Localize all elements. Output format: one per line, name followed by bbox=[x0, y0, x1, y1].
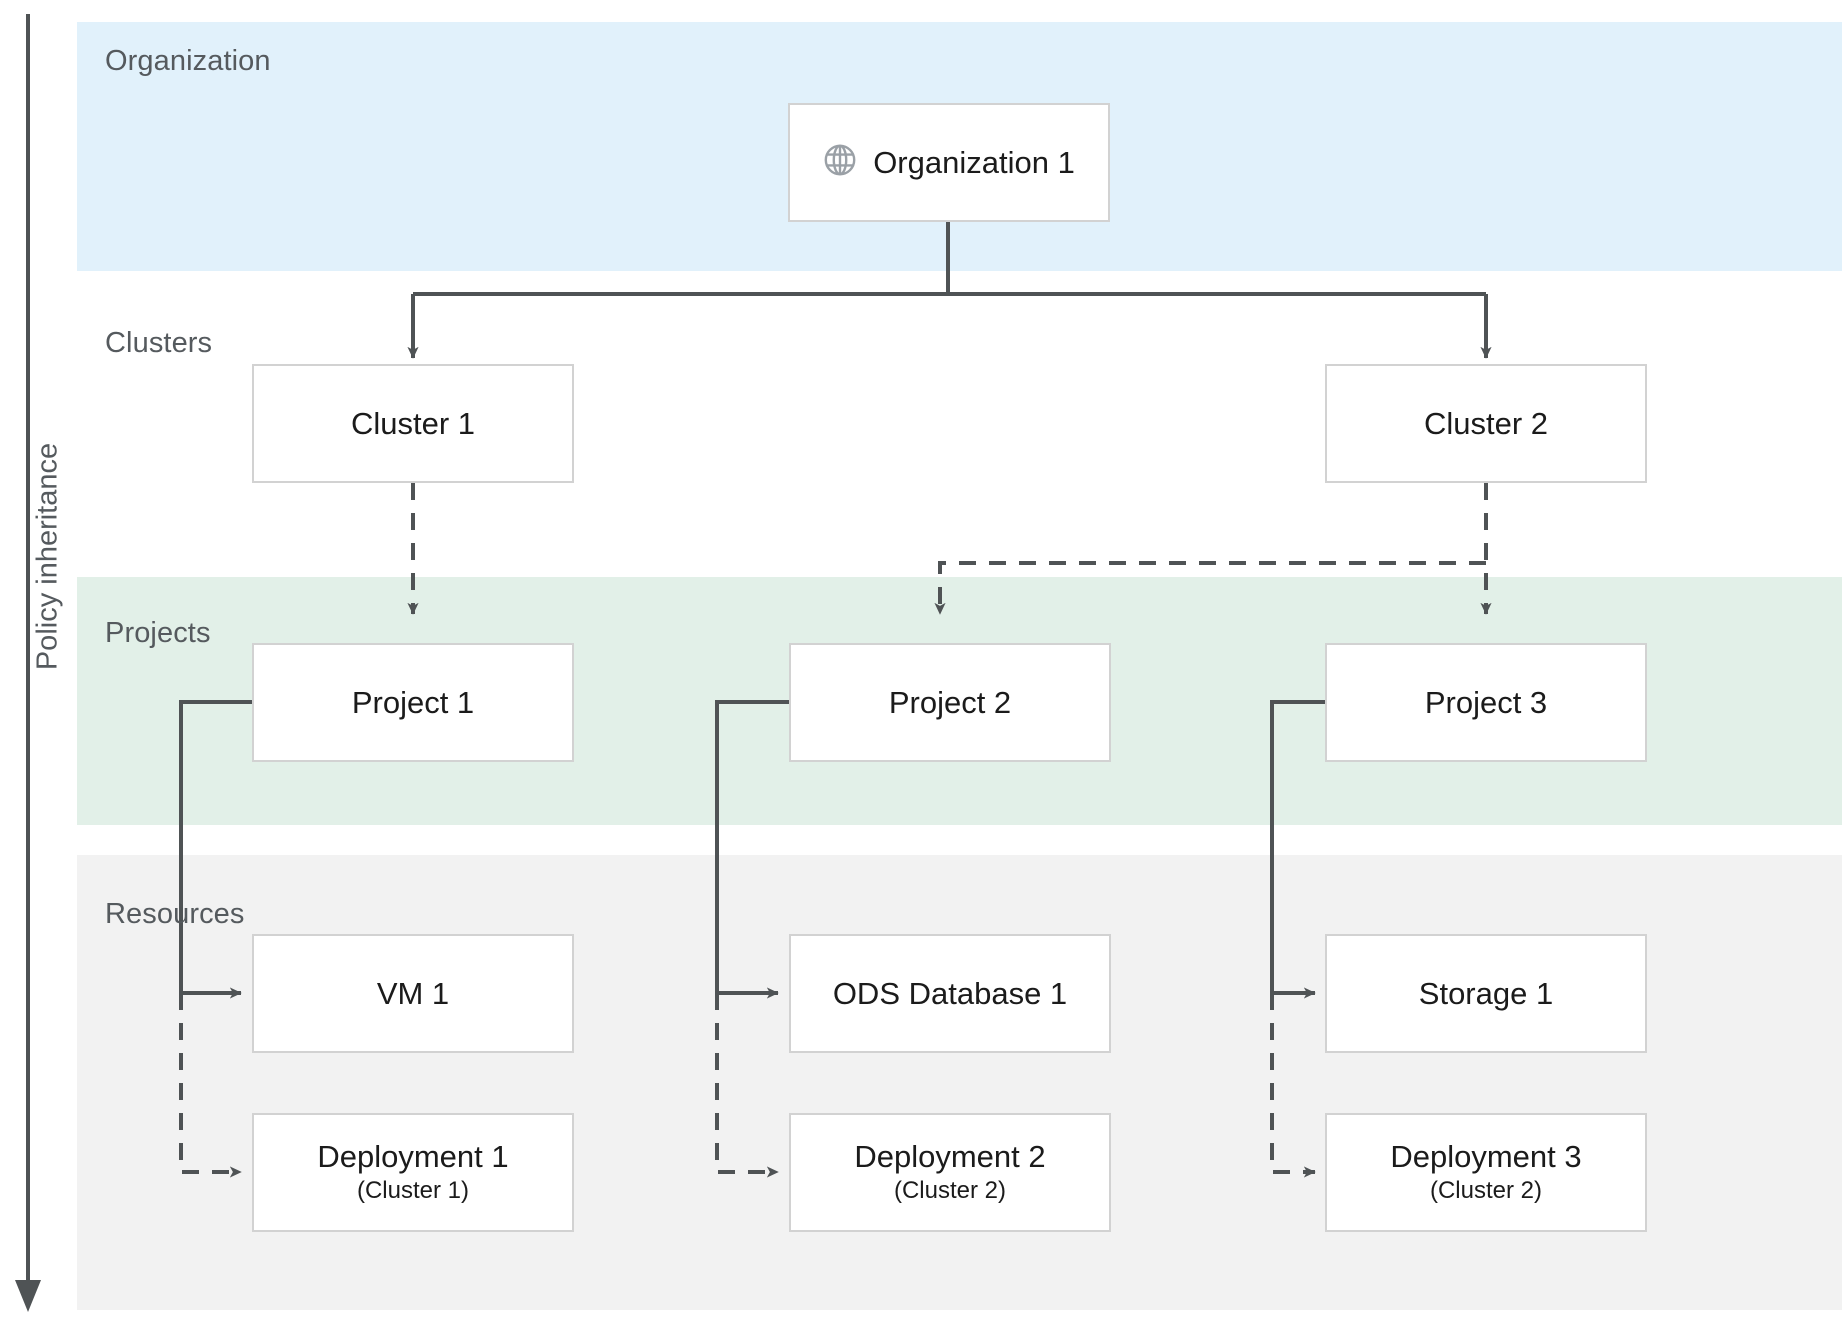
node-label: Cluster 2 bbox=[1423, 405, 1549, 441]
node-project-3[interactable]: Project 3 bbox=[1325, 643, 1647, 762]
node-label: Organization 1 bbox=[873, 144, 1075, 180]
band-label-resources: Resources bbox=[105, 898, 245, 930]
node-deployment-3[interactable]: Deployment 3 (Cluster 2) bbox=[1325, 1113, 1647, 1232]
node-label: Deployment 2 bbox=[854, 1139, 1046, 1175]
node-label: VM 1 bbox=[376, 975, 450, 1011]
node-cluster-1[interactable]: Cluster 1 bbox=[252, 364, 574, 483]
policy-inheritance-axis: Policy inheritance bbox=[0, 0, 77, 1326]
band-resources bbox=[77, 855, 1842, 1310]
axis-arrow-icon bbox=[15, 14, 41, 1312]
node-vm-1[interactable]: VM 1 bbox=[252, 934, 574, 1053]
node-project-1[interactable]: Project 1 bbox=[252, 643, 574, 762]
node-label: ODS Database 1 bbox=[832, 975, 1068, 1011]
node-cluster-2[interactable]: Cluster 2 bbox=[1325, 364, 1647, 483]
node-label: Project 2 bbox=[888, 684, 1012, 720]
node-project-2[interactable]: Project 2 bbox=[789, 643, 1111, 762]
node-ods-database-1[interactable]: ODS Database 1 bbox=[789, 934, 1111, 1053]
node-sublabel: (Cluster 2) bbox=[1429, 1176, 1543, 1204]
axis-label: Policy inheritance bbox=[31, 442, 64, 671]
band-label-organization: Organization bbox=[105, 45, 271, 77]
globe-icon bbox=[823, 143, 857, 182]
node-storage-1[interactable]: Storage 1 bbox=[1325, 934, 1647, 1053]
band-label-projects: Projects bbox=[105, 617, 211, 649]
node-sublabel: (Cluster 2) bbox=[893, 1176, 1007, 1204]
node-label: Storage 1 bbox=[1418, 975, 1554, 1011]
band-label-clusters: Clusters bbox=[105, 327, 213, 359]
node-label: Deployment 3 bbox=[1390, 1139, 1582, 1175]
node-label: Cluster 1 bbox=[350, 405, 476, 441]
node-label: Project 3 bbox=[1424, 684, 1548, 720]
node-label: Deployment 1 bbox=[317, 1139, 509, 1175]
node-label: Project 1 bbox=[351, 684, 475, 720]
node-deployment-1[interactable]: Deployment 1 (Cluster 1) bbox=[252, 1113, 574, 1232]
node-deployment-2[interactable]: Deployment 2 (Cluster 2) bbox=[789, 1113, 1111, 1232]
node-organization-1[interactable]: Organization 1 bbox=[788, 103, 1110, 222]
node-sublabel: (Cluster 1) bbox=[356, 1176, 470, 1204]
